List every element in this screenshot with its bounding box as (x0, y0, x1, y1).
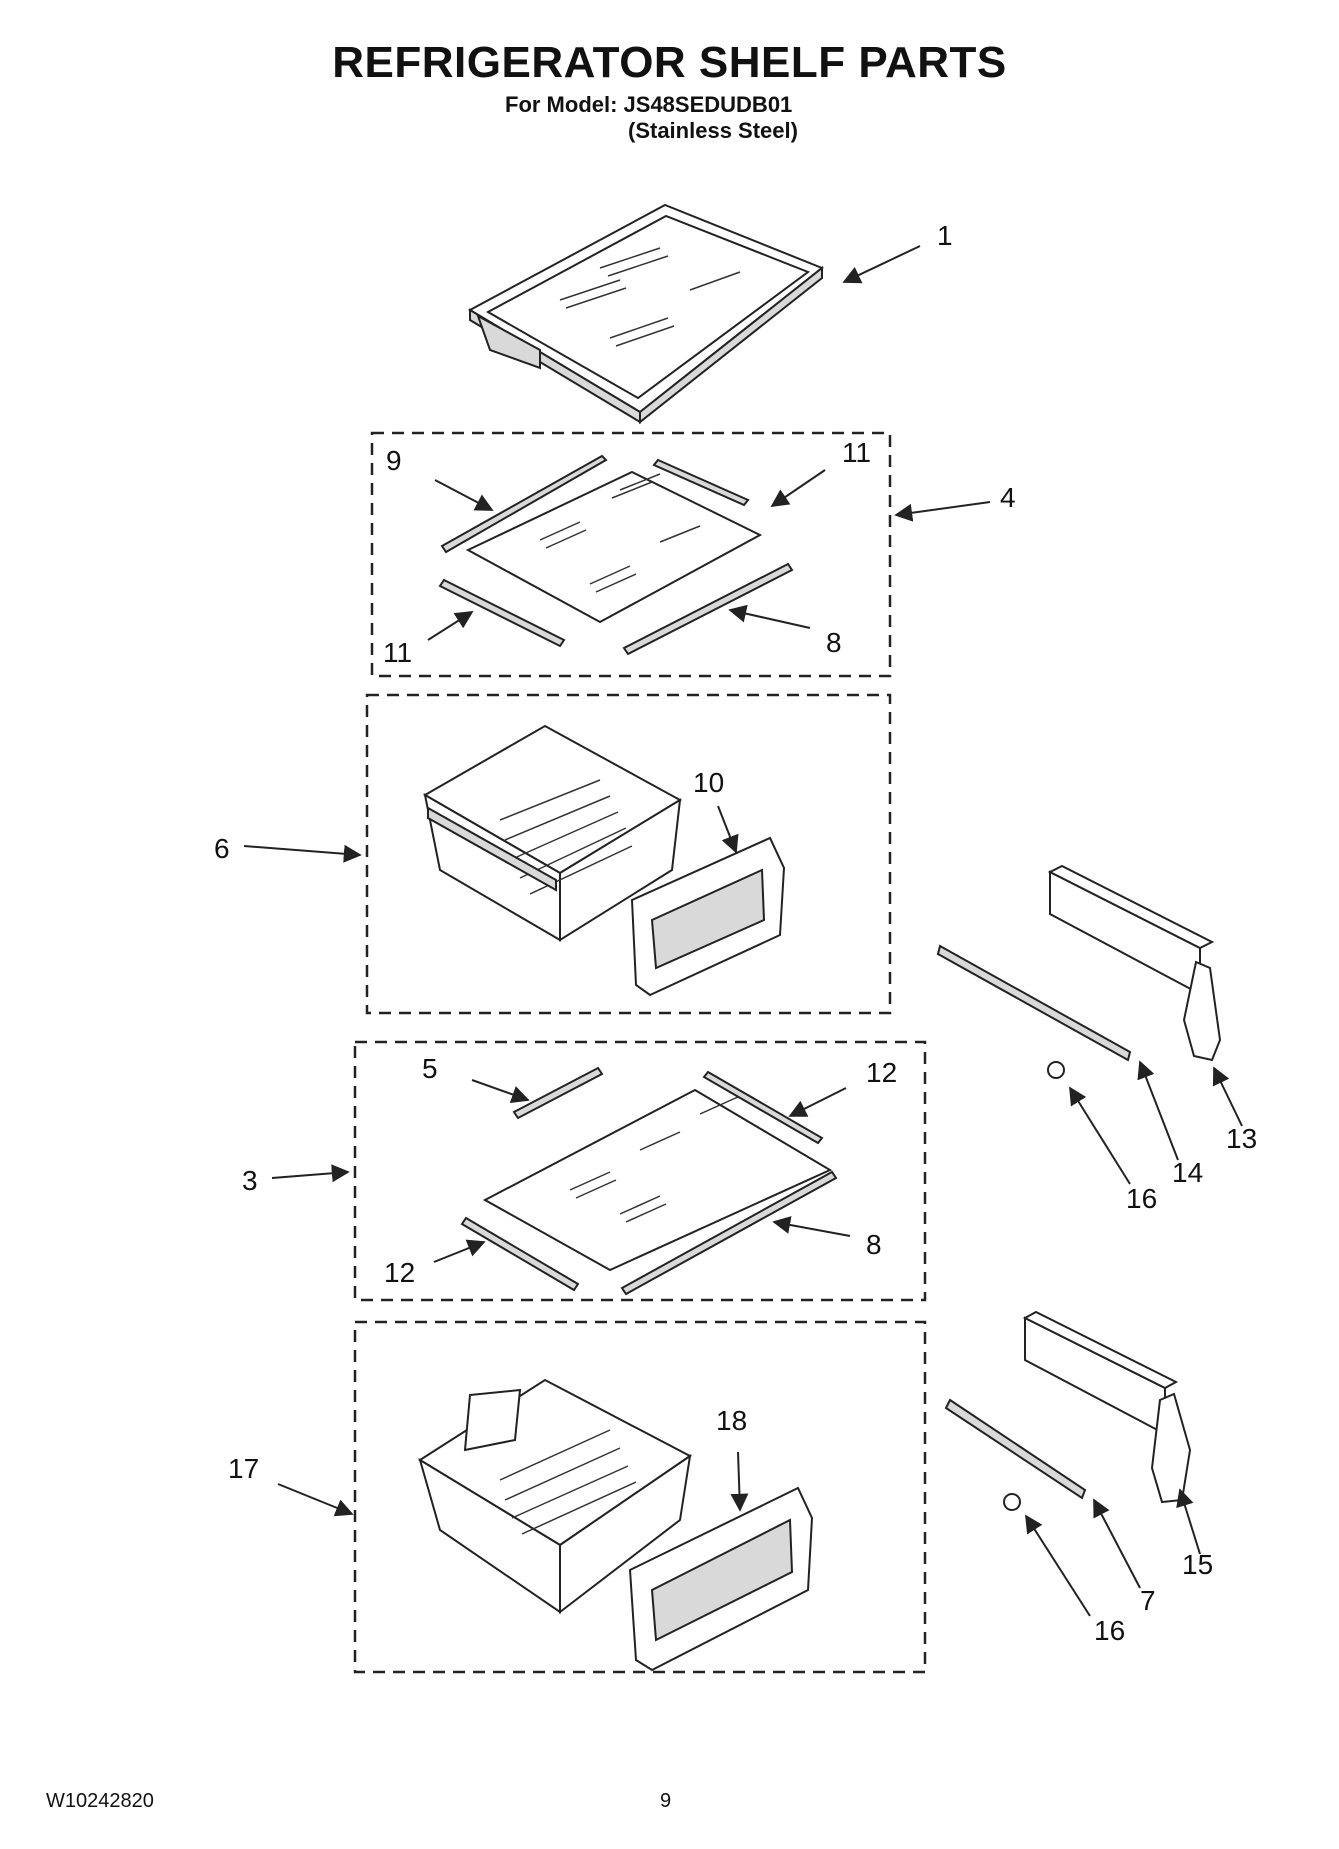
meat-pan (418, 1378, 692, 1615)
group-box-4 (370, 431, 892, 678)
callout-10: 10 (693, 767, 724, 798)
meat-drawer-front (628, 1486, 814, 1672)
callout-9: 9 (386, 445, 402, 476)
group-box-17 (353, 1320, 927, 1674)
callout-11-lower: 11 (383, 637, 412, 668)
glass-shelf-assembly (467, 203, 824, 425)
finish-line: (Stainless Steel) (628, 118, 798, 143)
callout-12-upper: 12 (866, 1057, 897, 1088)
callout-16-lower: 16 (1094, 1615, 1125, 1646)
callout-18: 18 (716, 1405, 747, 1436)
crisper-pan (422, 724, 682, 942)
group-box-3 (353, 1040, 927, 1302)
page-title: REFRIGERATOR SHELF PARTS (332, 38, 1007, 87)
callout-1: 1 (937, 220, 953, 251)
crisper-drawer-front (630, 836, 786, 997)
callout-16-upper: 16 (1126, 1183, 1157, 1214)
callout-6: 6 (214, 833, 230, 864)
page-number: 9 (660, 1790, 672, 1812)
upper-slide-assembly (936, 864, 1222, 1079)
document-number: W10242820 (46, 1790, 154, 1812)
callout-5: 5 (422, 1053, 438, 1084)
callout-11-upper: 11 (842, 437, 871, 468)
leader-arrows (243, 245, 1243, 1617)
callout-17: 17 (228, 1453, 259, 1484)
lower-slide-assembly (944, 1310, 1192, 1511)
callout-14: 14 (1172, 1157, 1203, 1188)
deli-shelf-glass-kit (460, 1066, 838, 1296)
callout-3: 3 (242, 1165, 258, 1196)
callout-8-lower: 8 (866, 1229, 882, 1260)
callout-13: 13 (1226, 1123, 1257, 1154)
callout-7: 7 (1140, 1585, 1156, 1616)
callout-8-upper: 8 (826, 627, 842, 658)
callout-4: 4 (1000, 482, 1016, 513)
callout-12-lower: 12 (384, 1257, 415, 1288)
callout-labels: 1 9 11 4 11 8 10 6 5 12 3 12 8 13 14 16 … (214, 220, 1257, 1646)
model-line: For Model: JS48SEDUDB01 (505, 92, 793, 117)
callout-15: 15 (1182, 1549, 1213, 1580)
shelf-glass-kit (438, 454, 794, 656)
group-box-6 (365, 693, 892, 1015)
